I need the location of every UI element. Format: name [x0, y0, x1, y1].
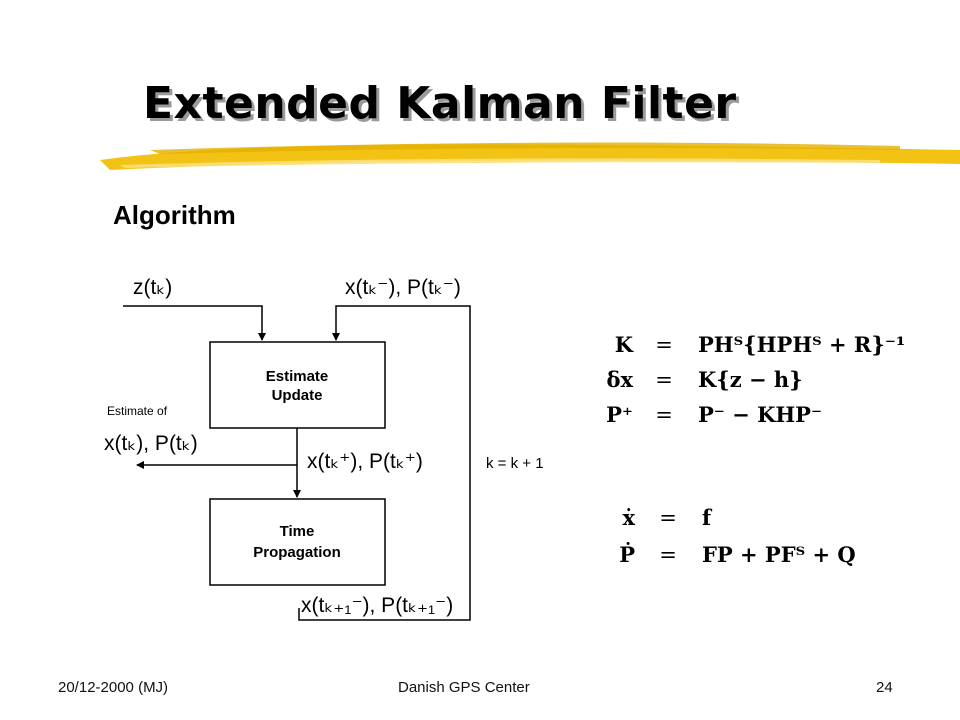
- brush-stroke-lower: [120, 158, 880, 168]
- covariance-derivative-op: =: [659, 543, 677, 567]
- estimate-update-box: [209, 341, 386, 429]
- covariance-update-rhs: P⁻ − KHP⁻: [698, 402, 822, 427]
- propagated-state-label: x(tₖ₊₁⁻), P(tₖ₊₁⁻): [301, 594, 453, 617]
- section-subtitle: Algorithm: [113, 200, 236, 230]
- propagation-equations: ẋ = f Ṗ = FP + PFᵀ + Q: [619, 505, 855, 567]
- kalman-gain-op: =: [655, 333, 673, 357]
- kalman-gain-lhs: K: [615, 332, 634, 357]
- posterior-state-label: x(tₖ⁺), P(tₖ⁺): [307, 450, 423, 473]
- covariance-derivative-lhs: Ṗ: [619, 542, 635, 567]
- loop-counter-label: k = k + 1: [486, 455, 544, 472]
- feedback-loop-arrow: [298, 305, 471, 621]
- estimate-box-line1: Estimate: [266, 368, 329, 385]
- state-correction-lhs: δx: [606, 367, 633, 392]
- brush-stroke-upper: [150, 142, 900, 154]
- prior-state-label: x(tₖ⁻), P(tₖ⁻): [345, 276, 461, 299]
- output-estimate-caption: Estimate of: [107, 404, 168, 418]
- output-state-label: x(tₖ), P(tₖ): [104, 432, 198, 455]
- footer-center: Danish GPS Center: [398, 679, 530, 696]
- covariance-update-op: =: [655, 403, 673, 427]
- state-correction-op: =: [655, 368, 673, 392]
- measurement-input-label: z(tₖ): [133, 276, 172, 299]
- covariance-update-lhs: P⁺: [606, 402, 633, 427]
- time-propagation-box: [209, 498, 386, 586]
- kalman-gain-rhs: PHᵀ{HPHᵀ + R}⁻¹: [698, 332, 905, 357]
- footer-page-number: 24: [876, 679, 893, 696]
- footer-date: 20/12-2000 (MJ): [58, 679, 169, 696]
- state-derivative-lhs: ẋ: [622, 505, 635, 530]
- covariance-derivative-rhs: FP + PFᵀ + Q: [702, 542, 856, 567]
- state-derivative-op: =: [659, 506, 677, 530]
- update-equations: K = PHᵀ{HPHᵀ + R}⁻¹ δx = K{z − h} P⁺ = P…: [606, 332, 905, 427]
- page-title: Extended Kalman Filter: [143, 78, 737, 129]
- title-underline-brush: [100, 142, 960, 170]
- propagation-box-line1: Time: [280, 523, 315, 540]
- estimate-box-line2: Update: [272, 387, 323, 404]
- propagation-box-line2: Propagation: [253, 544, 341, 561]
- measurement-arrow: [123, 305, 266, 341]
- state-correction-rhs: K{z − h}: [698, 367, 803, 392]
- state-derivative-rhs: f: [702, 505, 713, 530]
